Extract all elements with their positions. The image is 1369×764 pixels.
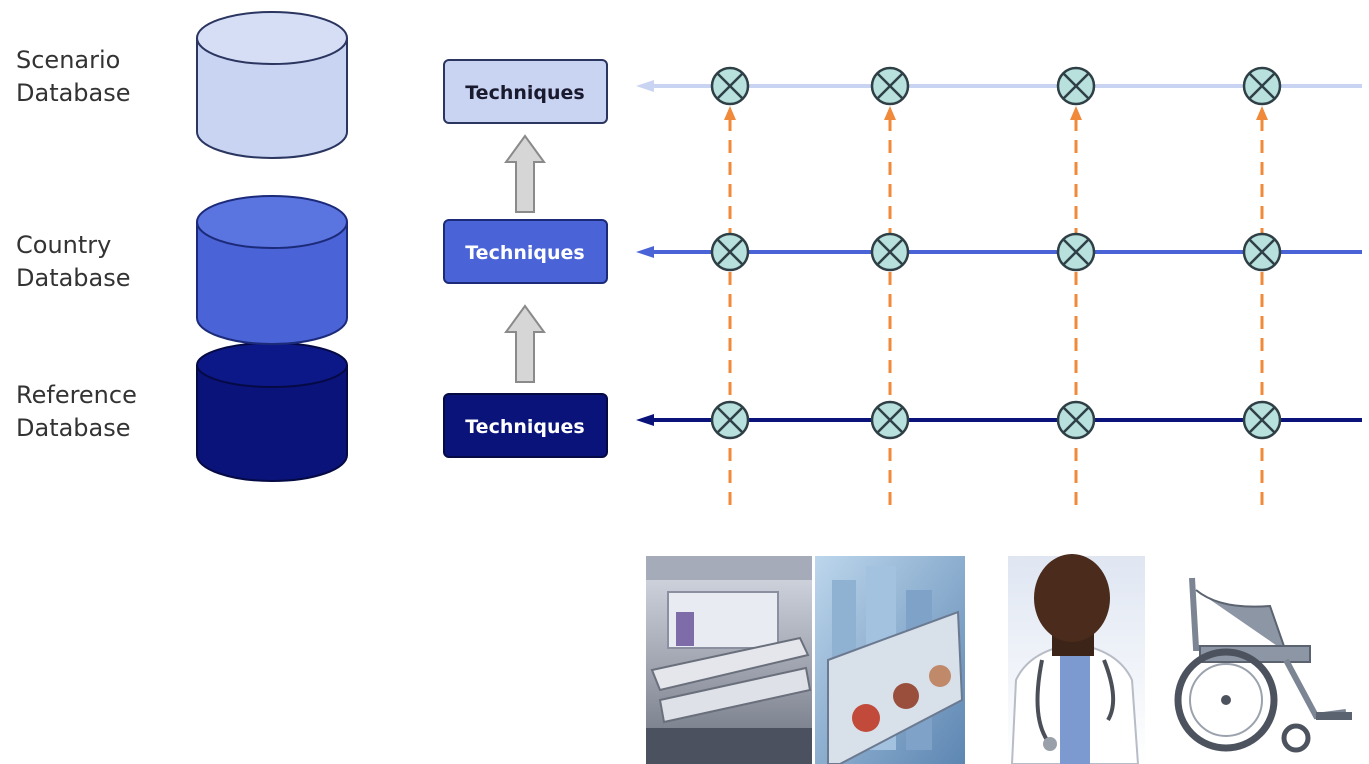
reference-label-line1: Reference [16, 381, 137, 409]
upward-arrow-icon [504, 304, 546, 383]
junction-node-reference-2 [870, 400, 910, 440]
hospital-room-photo [646, 556, 812, 764]
reference-techniques-box: Techniques [443, 393, 608, 458]
office-buildings-photo [815, 556, 965, 764]
country-label-line1: Country [16, 231, 111, 259]
vertical-link-1 [724, 106, 736, 512]
junction-node-reference-1 [710, 400, 750, 440]
junction-node-scenario-2 [870, 66, 910, 106]
junction-node-country-4 [1242, 232, 1282, 272]
scenario-label-line1: Scenario [16, 46, 120, 74]
vertical-link-2 [884, 106, 896, 512]
junction-node-country-1 [710, 232, 750, 272]
reference-database-cylinder [196, 342, 348, 482]
junction-node-scenario-4 [1242, 66, 1282, 106]
country-techniques-box: Techniques [443, 219, 608, 284]
vertical-link-3 [1070, 106, 1082, 512]
scenario-techniques-label: Techniques [465, 82, 584, 104]
scenario-database-cylinder [196, 11, 348, 159]
junction-node-country-3 [1056, 232, 1096, 272]
junction-node-country-2 [870, 232, 910, 272]
scenario-database-label: Scenario Database [16, 46, 131, 107]
junction-nodes [710, 66, 1282, 440]
country-database-cylinder [196, 195, 348, 345]
upward-arrow-icon [504, 134, 546, 213]
junction-node-scenario-3 [1056, 66, 1096, 106]
scenario-label-line2: Database [16, 79, 131, 107]
junction-node-reference-4 [1242, 400, 1282, 440]
country-techniques-label: Techniques [465, 242, 584, 264]
country-database-label: Country Database [16, 231, 131, 292]
reference-techniques-label: Techniques [465, 416, 584, 438]
vertical-link-4 [1256, 106, 1268, 512]
junction-node-scenario-1 [710, 66, 750, 106]
reference-label-line2: Database [16, 414, 131, 442]
scenario-techniques-box: Techniques [443, 59, 608, 124]
junction-node-reference-3 [1056, 400, 1096, 440]
country-label-line2: Database [16, 264, 131, 292]
reference-database-label: Reference Database [16, 381, 137, 442]
doctor-photo [1008, 554, 1145, 764]
wheelchair-photo [1168, 556, 1368, 764]
